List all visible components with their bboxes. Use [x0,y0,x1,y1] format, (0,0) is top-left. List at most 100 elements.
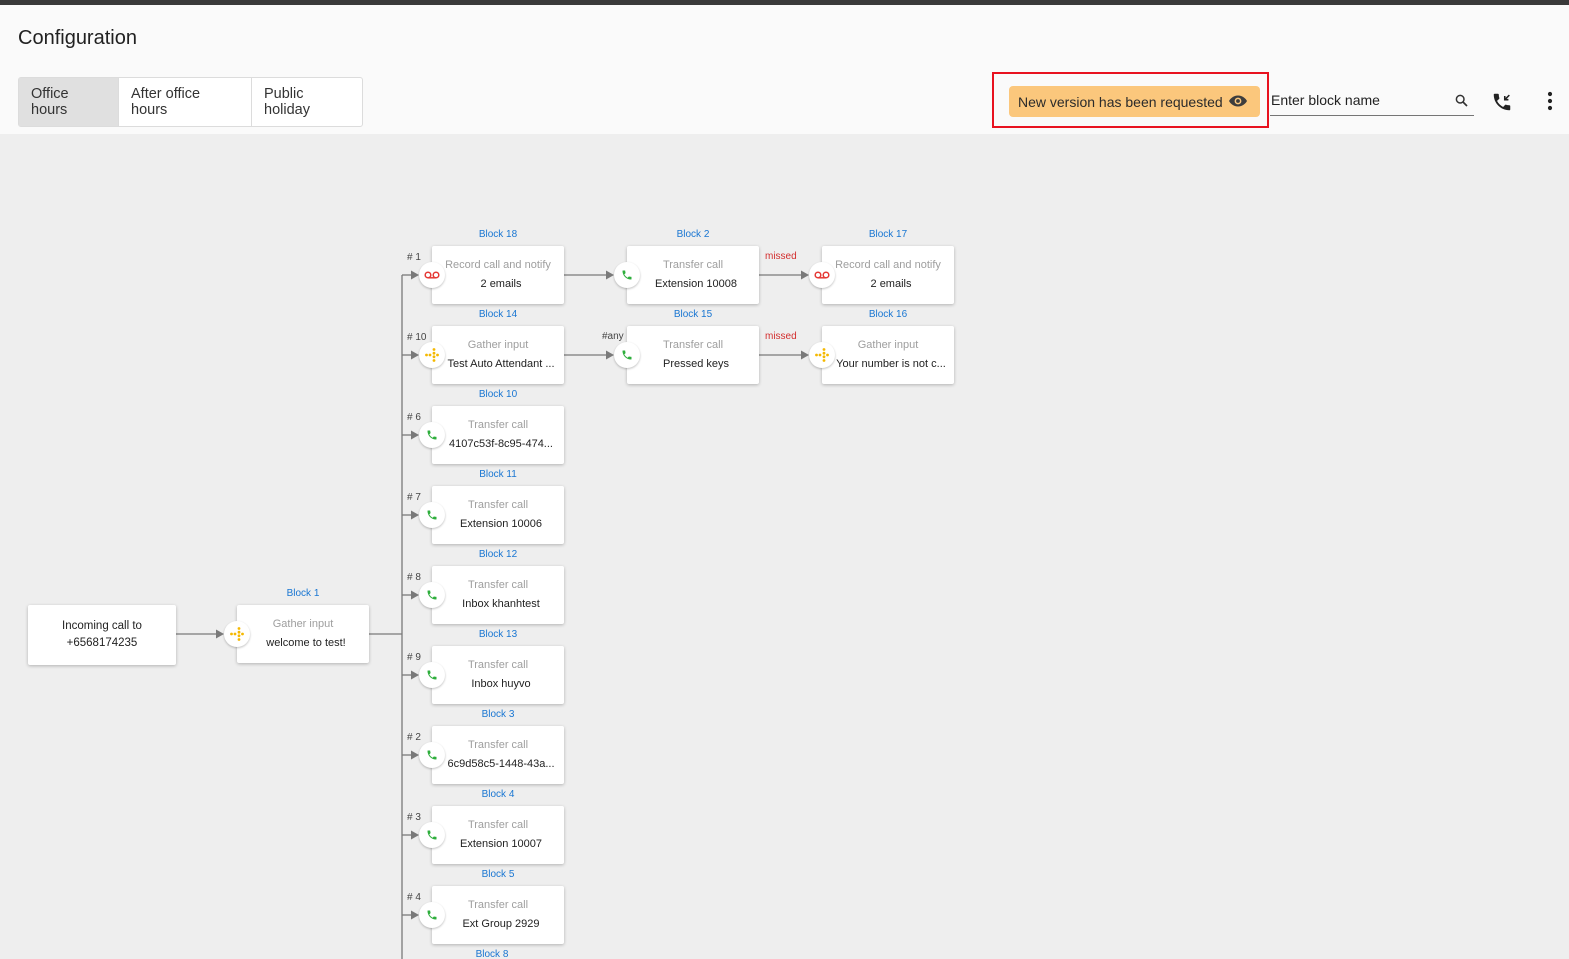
arrow-head [606,270,614,280]
flow-block[interactable]: Record call and notify 2 emails [419,246,564,304]
edge-label: # 2 [407,732,421,743]
block-detail: Extension 10008 [655,278,737,290]
edge-label: # 10 [407,332,427,343]
block-label[interactable]: Block 17 [868,229,908,240]
tab-public-holiday[interactable]: Public holiday [264,86,310,118]
block-label[interactable]: Block 5 [481,869,515,880]
flow-canvas[interactable] [0,134,1569,959]
block-detail: 6c9d58c5-1448-43a... [447,758,555,770]
block-type: Record call and notify [445,259,551,271]
edge-label: # 8 [407,572,421,583]
block-label[interactable]: Block 2 [676,229,710,240]
window-top-bar [0,0,1569,5]
phone-icon [419,742,445,768]
search-icon[interactable] [1455,94,1468,112]
block-detail: Your number is not c... [836,358,946,370]
version-badge-label: New version has been requested [1018,93,1223,110]
tab-after-office-hours[interactable]: After office hours [119,78,252,126]
highlight-annotation [992,72,1269,128]
voicemail-icon [419,262,445,288]
flow-block[interactable]: Record call and notify 2 emails [809,246,954,304]
arrow-head [411,830,419,840]
block-label[interactable]: Block 4 [481,789,515,800]
phone-icon [419,662,445,688]
arrow-head [411,430,419,440]
incoming-call-label: Incoming call to [62,620,142,632]
block-label[interactable]: Block 16 [868,309,908,320]
block-label[interactable]: Block 13 [478,629,518,640]
block-type: Transfer call [467,819,529,831]
phone-callback-icon[interactable] [1491,91,1513,118]
block-type: Gather input [467,339,529,351]
block-type: Record call and notify [835,259,941,271]
block-detail: Inbox huyvo [471,678,531,690]
block-detail: 2 emails [870,278,912,290]
phone-icon [419,582,445,608]
edge-label-missed: missed [765,251,797,262]
block-search-input[interactable] [1270,86,1450,114]
block-detail: Inbox khanhtest [462,598,540,610]
block-detail: 4107c53f-8c95-474... [449,438,553,450]
block-detail: Test Auto Attendant ... [447,358,555,370]
schedule-tabs: Office hours After office hours Public h… [18,77,363,127]
gather-input-icon [809,342,835,368]
edge-label: # 4 [407,892,421,903]
phone-icon [419,502,445,528]
block-detail: 2 emails [480,278,522,290]
phone-icon [419,422,445,448]
eye-icon[interactable] [1228,93,1248,112]
block-label[interactable]: Block 14 [478,309,518,320]
tab-office-hours[interactable]: Office hours [19,78,119,126]
incoming-call-node[interactable]: Incoming call to +6568174235 [28,605,176,665]
block-type: Transfer call [467,659,529,671]
arrow-head [411,270,419,280]
phone-icon [419,902,445,928]
block-label[interactable]: Block 3 [481,709,515,720]
phone-icon [419,822,445,848]
block-type: Gather input [857,339,919,351]
arrow-head [411,910,419,920]
arrow-head [216,629,224,639]
block-label[interactable]: Block 11 [479,469,517,480]
more-options-icon[interactable] [1540,90,1560,117]
edge-label-missed: missed [765,331,797,342]
edge-label: # 9 [407,652,421,663]
block-type: Gather input [272,618,334,630]
block-label[interactable]: Block 18 [478,229,518,240]
block-detail: Extension 10007 [460,838,542,850]
block-label[interactable]: Block 12 [478,549,518,560]
arrow-head [411,350,419,360]
version-requested-badge[interactable]: New version has been requested [1009,86,1260,117]
phone-icon [614,262,640,288]
page-title: Configuration [18,27,137,49]
arrow-head [411,670,419,680]
edge-label: # 7 [407,492,421,503]
block-type: Transfer call [662,339,724,351]
flow-block[interactable]: Transfer call 4107c53f-8c95-474... [419,406,564,464]
voicemail-icon [809,262,835,288]
block-label[interactable]: Block 1 [286,588,320,599]
gather-input-icon [224,621,250,647]
block-type: Transfer call [467,419,529,431]
block-detail: Pressed keys [662,358,730,370]
block-type: Transfer call [662,259,724,271]
incoming-call-number: +6568174235 [66,637,138,649]
gather-input-icon [419,342,445,368]
block-label[interactable]: Block 8 [475,949,509,959]
block-search [1270,86,1474,116]
block-label[interactable]: Block 10 [478,389,518,400]
block-label[interactable]: Block 15 [673,309,713,320]
edge-label: #any [602,331,624,342]
